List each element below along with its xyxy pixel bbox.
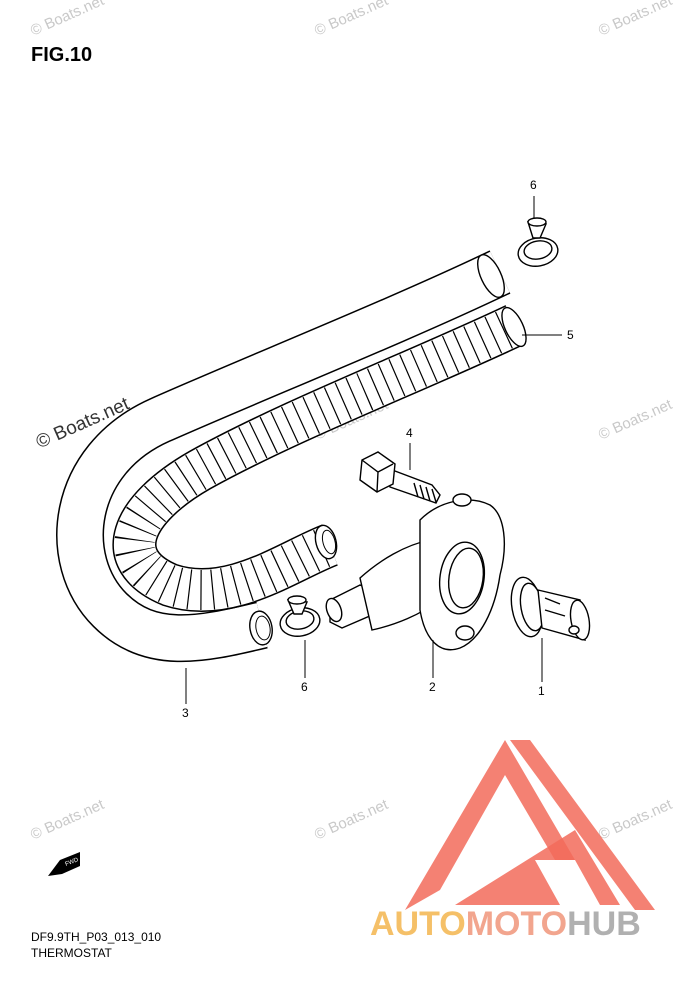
drawing-name: THERMOSTAT [31, 946, 112, 960]
logo-part-moto: MOTO [465, 905, 568, 943]
callout-2: 2 [429, 680, 436, 694]
fwd-arrow-icon: FWD [48, 852, 80, 876]
callout-3: 3 [182, 706, 189, 720]
bolt [359, 451, 441, 504]
logo-wordmark: AUTOMOTOHUB [370, 905, 641, 944]
callout-4: 4 [406, 426, 413, 440]
hose-clip-top [517, 217, 559, 267]
callout-5: 5 [567, 328, 574, 342]
logo-part-auto: AUTO [370, 905, 466, 943]
thermostat-cover [325, 493, 505, 651]
figure-title: FIG.10 [31, 44, 93, 66]
callout-6-top: 6 [530, 178, 537, 192]
drawing-code: DF9.9TH_P03_013_010 [31, 930, 162, 944]
svg-text:FWD: FWD [65, 857, 81, 868]
logo-mark-icon [405, 740, 655, 910]
logo-part-hub: HUB [567, 905, 641, 943]
hose-corrugated [112, 305, 527, 612]
leader-lines [185, 196, 562, 704]
hose-smooth [56, 250, 511, 663]
hose-clip-bottom [279, 595, 321, 637]
thermostat [510, 576, 591, 641]
callout-1: 1 [538, 684, 545, 698]
callout-6-bottom: 6 [301, 680, 308, 694]
